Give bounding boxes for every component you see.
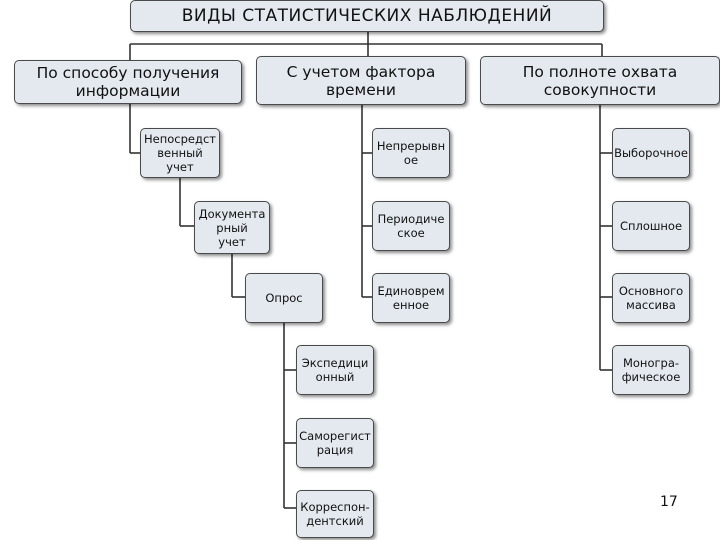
item-complete: Сплошное bbox=[612, 201, 690, 251]
category-by-method: По способу получения информации bbox=[14, 60, 242, 104]
page-number: 17 bbox=[660, 494, 678, 510]
diagram-title: ВИДЫ СТАТИСТИЧЕСКИХ НАБЛЮДЕНИЙ bbox=[130, 0, 604, 32]
subitem-correspondent: Корреспон- дентский bbox=[296, 490, 374, 538]
item-sample: Выборочное bbox=[612, 128, 690, 178]
item-continuous: Непрерывн ое bbox=[372, 128, 450, 178]
item-monographic: Моногра- фическое bbox=[612, 345, 690, 395]
subitem-expeditionary: Экспедици онный bbox=[296, 345, 374, 395]
item-direct-accounting: Непосредст венный учет bbox=[140, 128, 220, 178]
item-one-time: Единоврем енное bbox=[372, 273, 450, 323]
item-survey: Опрос bbox=[245, 273, 323, 323]
category-by-coverage: По полноте охвата совокупности bbox=[480, 56, 720, 105]
item-documentary-accounting: Документа рный учет bbox=[194, 201, 270, 254]
subitem-self-registration: Саморегист рация bbox=[296, 418, 374, 468]
item-main-array: Основного массива bbox=[612, 273, 690, 323]
item-periodic: Периодиче ское bbox=[372, 201, 450, 251]
category-by-time: С учетом фактора времени bbox=[256, 56, 466, 105]
